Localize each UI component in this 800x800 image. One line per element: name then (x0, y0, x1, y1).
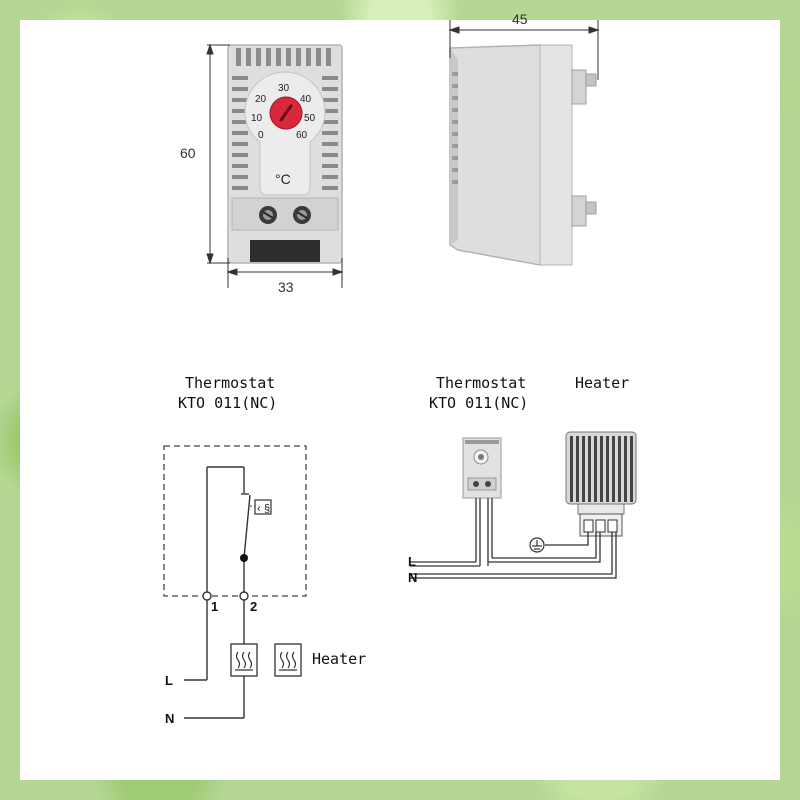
right-heater-title: Heater (575, 374, 629, 392)
depth-value: 45 (512, 11, 528, 27)
depth-dimension (448, 20, 600, 80)
right-line-L: L (408, 554, 416, 569)
top-vents (236, 48, 331, 66)
svg-text:10: 10 (251, 113, 263, 124)
svg-text:50: 50 (304, 113, 316, 124)
din-clip-bottom (571, 195, 597, 227)
svg-text:40: 40 (300, 94, 312, 105)
terminal-1-node (202, 591, 212, 601)
left-line-N: N (165, 711, 174, 726)
thermostat-front-view: 0 10 20 30 40 50 60 °C (227, 44, 343, 264)
earth-ground-icon (529, 537, 545, 553)
din-rail-slot (250, 240, 320, 262)
side-vents (452, 72, 458, 184)
side-vents-right (322, 76, 338, 190)
thermostat-side-view (449, 44, 597, 266)
right-title-line2: KTO 011(NC) (429, 394, 528, 412)
unit-label: °C (275, 171, 291, 187)
height-dimension (206, 43, 230, 265)
terminal-1-label: 1 (211, 599, 218, 614)
svg-text:§: § (264, 503, 270, 515)
terminal-screw-1 (259, 206, 277, 224)
left-title-line2: KTO 011(NC) (178, 394, 277, 412)
right-line-N: N (408, 570, 417, 585)
mini-heater (565, 431, 637, 537)
left-line-L: L (165, 673, 173, 688)
width-dimension (226, 258, 344, 288)
heater-symbol-circuit (230, 643, 258, 677)
height-value: 60 (180, 145, 196, 161)
right-title-line1: Thermostat (436, 374, 526, 392)
diagram-panel (20, 20, 780, 780)
terminal-block (231, 197, 339, 231)
svg-text:30: 30 (278, 83, 290, 94)
left-circuit-wires (184, 466, 251, 719)
dial-plate (244, 71, 326, 196)
left-heater-label: Heater (312, 650, 366, 668)
svg-text:60: 60 (296, 130, 308, 141)
terminal-2-label: 2 (250, 599, 257, 614)
mini-thermostat (462, 437, 502, 499)
svg-text:‹: ‹ (257, 503, 261, 515)
right-circuit-wires (410, 498, 617, 579)
heater-symbol-legend (274, 643, 302, 677)
side-vents-left (232, 76, 248, 190)
svg-text:20: 20 (255, 94, 267, 105)
width-value: 33 (278, 279, 294, 295)
switch-contact: ‹ § (240, 493, 272, 562)
din-clip-top (571, 69, 597, 105)
thermostat-enclosure-dashed (163, 445, 307, 597)
left-title-line1: Thermostat (185, 374, 275, 392)
terminal-2-node (239, 591, 249, 601)
dial-scale: 0 10 20 30 40 50 60 (251, 83, 316, 141)
temperature-knob[interactable] (269, 96, 303, 130)
terminal-screw-2 (293, 206, 311, 224)
svg-text:0: 0 (258, 130, 264, 141)
